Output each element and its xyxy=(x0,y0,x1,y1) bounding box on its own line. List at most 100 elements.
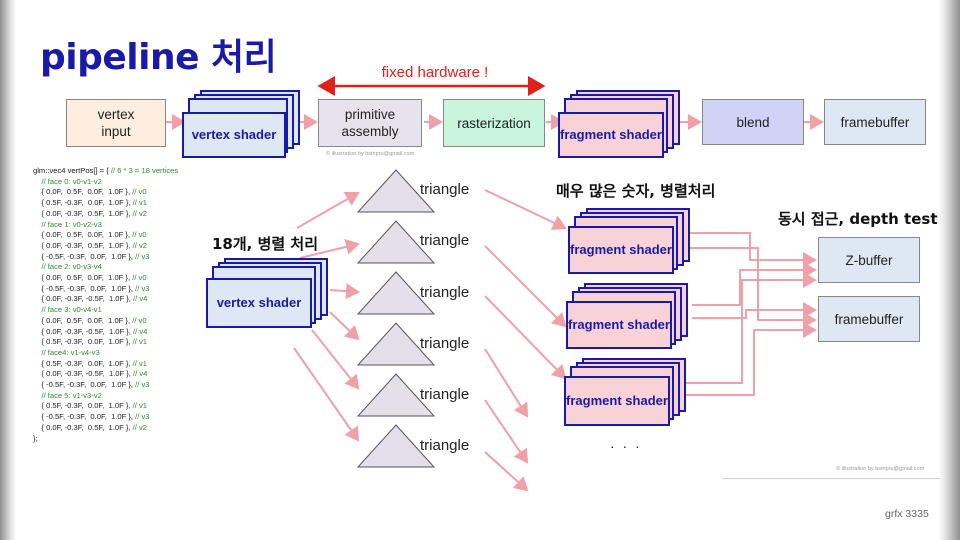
page-number: grfx 3335 xyxy=(885,508,929,520)
vertex-shader-mid-line2: shader xyxy=(258,295,302,310)
code-line: glm::vec4 vertPos[] = { // 6 * 3 = 18 ve… xyxy=(33,166,178,177)
credit-top: © illustration by bstnpru@gmail.com xyxy=(326,151,415,157)
code-comment: // v2 xyxy=(132,422,147,432)
vertex-code-listing: glm::vec4 vertPos[] = { // 6 * 3 = 18 ve… xyxy=(33,166,178,444)
framebuffer-box-top: framebuffer xyxy=(824,99,926,145)
ellipsis-more: · · · xyxy=(610,438,642,454)
triangle-label-5: triangle xyxy=(420,386,470,403)
triangle-label-4: triangle xyxy=(420,335,470,352)
code-line: { 0.5F, -0.3F, 0.0F, 1.0F }, // v1 xyxy=(33,401,178,412)
code-comment: // face 3: v0-v4-v1 xyxy=(41,305,102,315)
vertex-shader-mid-line1: vertex xyxy=(216,295,256,310)
primitive-assembly-box: primitive assembly xyxy=(318,99,422,147)
code-comment: // v3 xyxy=(135,380,150,390)
fragment-shader-3-line2: shader xyxy=(625,393,668,408)
fragment-shader-top-line2: shader xyxy=(619,127,662,142)
code-line: }; xyxy=(33,434,178,445)
code-text: { -0.5F, -0.3F, 0.0F, 1.0F }, xyxy=(33,380,136,390)
code-comment: // 6 * 3 = 18 vertices xyxy=(110,166,179,175)
label-concurrent-access: 동시 접근, depth test xyxy=(778,210,938,228)
vertex-input-line1: vertex xyxy=(97,107,135,122)
code-comment: // v0 xyxy=(132,230,147,240)
fragment-shader-2-line2: shader xyxy=(627,317,670,332)
code-comment: // v2 xyxy=(132,208,147,218)
framebuffer-box-bottom: framebuffer xyxy=(818,296,920,342)
code-text: { 0.5F, -0.3F, 0.0F, 1.0F }, xyxy=(33,401,133,411)
vertex-shader-top-line1: vertex xyxy=(191,127,231,142)
vertex-to-triangle-arrows xyxy=(293,192,360,442)
code-comment: // v4 xyxy=(133,369,148,379)
code-line: { 0.0F, -0.3F, -0.5F, 1.0F }, // v4 xyxy=(33,369,178,380)
code-comment: // v0 xyxy=(132,315,147,325)
code-comment: // v1 xyxy=(132,401,147,411)
code-line: { 0.5F, -0.3F, 0.0F, 1.0F }, // v1 xyxy=(33,198,178,209)
code-text: { 0.0F, -0.3F, 0.5F, 1.0F }, xyxy=(33,208,133,218)
code-line: { 0.0F, -0.3F, 0.5F, 1.0F }, // v2 xyxy=(33,241,178,252)
code-text: { 0.0F, -0.3F, -0.5F, 1.0F }, xyxy=(33,369,134,379)
code-comment: // face 5: v1-v3-v2 xyxy=(41,390,102,400)
code-text: { 0.0F, 0.5F, 0.0F, 1.0F }, xyxy=(33,315,133,325)
code-line: { 0.0F, 0.5F, 0.0F, 1.0F }, // v0 xyxy=(33,187,178,198)
code-text: { 0.5F, -0.3F, 0.0F, 1.0F }, xyxy=(33,198,133,208)
code-text: { 0.0F, 0.5F, 0.0F, 1.0F }, xyxy=(33,230,133,240)
framebuffer-bottom-label: framebuffer xyxy=(834,311,904,327)
code-line: // face 2: v0-v3-v4 xyxy=(33,262,178,273)
code-comment: // v2 xyxy=(132,240,147,250)
code-line: { 0.5F, -0.3F, 0.0F, 1.0F }, // v1 xyxy=(33,337,178,348)
code-comment: // v3 xyxy=(135,283,150,293)
fragment-shader-1-line2: shader xyxy=(629,242,672,257)
code-comment: // v0 xyxy=(132,187,147,197)
code-text: { 0.5F, -0.3F, 0.0F, 1.0F }, xyxy=(33,337,133,347)
zbuffer-box: Z-buffer xyxy=(818,237,920,283)
footer-divider xyxy=(722,478,940,479)
code-line: // face4: v1-v4-v3 xyxy=(33,348,178,359)
code-text: { -0.5F, -0.3F, 0.0F, 1.0F }, xyxy=(33,251,136,261)
rasterization-label: rasterization xyxy=(457,115,531,131)
code-line: { 0.0F, 0.5F, 0.0F, 1.0F }, // v0 xyxy=(33,230,178,241)
code-line: { -0.5F, -0.3F, 0.0F, 1.0F }, // v3 xyxy=(33,284,178,295)
code-comment: // face4: v1-v4-v3 xyxy=(41,347,100,357)
blend-label: blend xyxy=(736,114,770,130)
triangle-label-6: triangle xyxy=(420,437,470,454)
fragment-shader-stack-2: fragment shader xyxy=(566,283,694,351)
code-line: // face 0: v0-v1-v2 xyxy=(33,177,178,188)
fragment-shader-2-line1: fragment xyxy=(568,317,624,332)
fragment-shader-stack-3: fragment shader xyxy=(564,358,692,428)
triangle-label-2: triangle xyxy=(420,232,470,249)
code-comment: // v0 xyxy=(132,273,147,283)
code-comment: // face 2: v0-v3-v4 xyxy=(41,262,102,272)
code-text: { -0.5F, -0.3F, 0.0F, 1.0F }, xyxy=(33,412,136,422)
code-line: // face 3: v0-v4-v1 xyxy=(33,305,178,316)
fragment-shader-stack-top: fragment shader xyxy=(558,90,684,158)
code-text: { 0.0F, -0.3F, -0.5F, 1.0F }, xyxy=(33,326,134,336)
fixed-hardware-label: fixed hardware ! xyxy=(381,64,489,81)
rasterization-box: rasterization xyxy=(443,99,545,147)
code-line: // face 1: v0-v2-v3 xyxy=(33,220,178,231)
code-line: { 0.5F, -0.3F, 0.0F, 1.0F }, // v1 xyxy=(33,359,178,370)
vertex-shader-stack-top: vertex shader xyxy=(182,90,302,158)
page-title: pipeline 처리 xyxy=(40,37,277,78)
code-comment: // v1 xyxy=(132,358,147,368)
code-line: { 0.0F, 0.5F, 0.0F, 1.0F }, // v0 xyxy=(33,273,178,284)
code-comment: // v3 xyxy=(135,251,150,261)
code-text: { 0.0F, -0.3F, 0.5F, 1.0F }, xyxy=(33,240,133,250)
code-line: { 0.0F, 0.5F, 0.0F, 1.0F }, // v0 xyxy=(33,316,178,327)
primitive-assembly-line1: primitive xyxy=(344,107,396,122)
vertex-shader-top-line2: shader xyxy=(233,127,277,142)
code-comment: // v4 xyxy=(133,294,148,304)
code-text: glm::vec4 vertPos[] = { xyxy=(33,166,111,175)
triangle-label-1: triangle xyxy=(420,181,470,198)
code-text: { 0.0F, -0.3F, 0.5F, 1.0F }, xyxy=(33,422,133,432)
primitive-assembly-line2: assembly xyxy=(341,124,399,139)
code-comment: // face 1: v0-v2-v3 xyxy=(41,219,102,229)
code-line: { -0.5F, -0.3F, 0.0F, 1.0F }, // v3 xyxy=(33,412,178,423)
code-line: { 0.0F, -0.3F, -0.5F, 1.0F }, // v4 xyxy=(33,294,178,305)
fragment-shader-1-line1: fragment xyxy=(570,242,626,257)
label-many-parallel: 매우 많은 숫자, 병렬처리 xyxy=(556,182,716,200)
fragment-to-buffer-arrows xyxy=(684,232,817,396)
triangle-to-fragment-arrows xyxy=(484,189,567,492)
code-line: { 0.0F, -0.3F, 0.5F, 1.0F }, // v2 xyxy=(33,209,178,220)
code-line: { -0.5F, -0.3F, 0.0F, 1.0F }, // v3 xyxy=(33,252,178,263)
